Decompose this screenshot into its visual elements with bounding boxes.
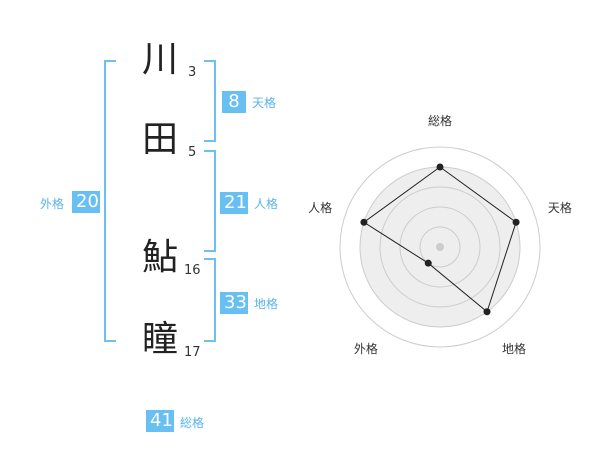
chikaku-label: 地格 (254, 297, 279, 311)
stroke-count-4: 17 (184, 345, 201, 360)
soukaku-label: 総格 (180, 416, 205, 430)
stroke-count-3: 16 (184, 263, 201, 278)
jinkaku-value: 21 (220, 192, 248, 214)
chikaku-bracket (204, 258, 216, 342)
name-char-1: 川 (141, 39, 178, 80)
radar-polygon (363, 166, 517, 313)
gaikaku-label: 外格 (40, 197, 65, 211)
radar-ring-2 (399, 206, 481, 288)
radar-ring-3 (379, 186, 501, 308)
stroke-count-2: 5 (188, 145, 197, 160)
radar-center-dot (436, 243, 444, 251)
stroke-count-1: 3 (188, 65, 197, 80)
radar-point-3 (483, 308, 491, 316)
radar-point-1 (436, 163, 444, 171)
radar-ring-5 (339, 146, 541, 348)
radar-ring-1 (419, 226, 461, 268)
radar-axis-label-4: 外格 (354, 341, 378, 356)
tenkaku-value: 8 (222, 91, 246, 113)
gaikaku-value: 20 (72, 191, 100, 213)
radar-axis-label-3: 地格 (502, 341, 526, 356)
soukaku-value: 41 (146, 410, 174, 432)
jinkaku-bracket (204, 150, 216, 252)
tenkaku-bracket (204, 60, 216, 142)
name-char-2: 田 (141, 119, 178, 160)
radar-point-2 (512, 218, 520, 226)
radar-axis-label-1: 総格 (428, 113, 452, 128)
tenkaku-label: 天格 (252, 96, 277, 110)
radar-axis-label-5: 人格 (308, 200, 332, 215)
name-char-3: 鮎 (141, 237, 178, 278)
gaikaku-bracket (104, 60, 116, 342)
chikaku-value: 33 (220, 292, 248, 314)
radar-point-4 (424, 259, 432, 267)
radar-point-5 (360, 218, 368, 226)
name-char-4: 瞳 (141, 319, 178, 360)
radar-axis-label-2: 天格 (548, 200, 572, 215)
jinkaku-label: 人格 (254, 197, 279, 211)
